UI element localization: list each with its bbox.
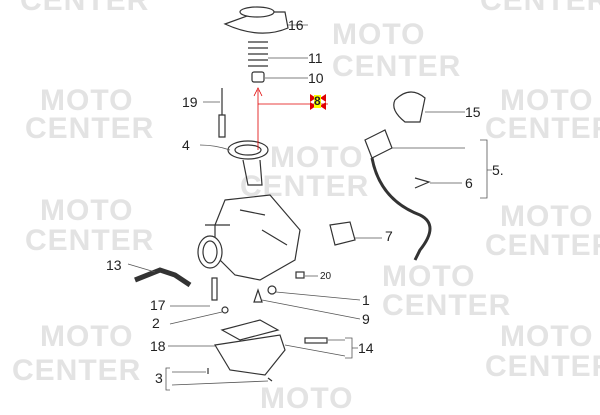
label-8: 8 [314,94,321,108]
label-3: 3 [155,370,163,386]
part-10 [251,71,265,83]
label-15: 15 [465,104,481,120]
label-7: 7 [385,228,393,244]
label-11: 11 [308,50,323,66]
label-19: 19 [182,94,198,110]
watermark: CENTER [382,289,512,322]
label-16: 16 [288,17,304,33]
part-5-choke [364,129,432,261]
part-7 [329,221,356,246]
watermark: CENTER [25,224,155,257]
watermark: CENTER [332,50,462,83]
label-10: 10 [308,70,324,86]
watermark: CENTER [485,112,600,145]
watermark: CENTER [25,112,155,145]
watermark: CENTER [485,350,600,383]
part-9-needle [253,288,263,303]
label-20: 20 [320,271,332,282]
part-1-nut [267,285,277,295]
watermark: MOTO [382,260,476,293]
label-5: 5. [492,162,504,178]
part-4-diaphragm [227,140,269,186]
label-1: 1 [362,292,370,308]
watermark: MOTO [270,141,364,174]
label-4: 4 [182,137,190,153]
label-18: 18 [150,338,166,354]
watermark: CENTER [20,0,150,17]
watermark: MOTO [500,84,594,117]
watermark: CENTER [485,229,600,262]
watermark: MOTO [332,18,426,51]
label-9: 9 [362,311,370,327]
watermark: MOTO [500,320,594,353]
watermark: CENTER [480,0,600,17]
carburetor-body [197,194,301,281]
part-15 [393,91,426,123]
label-14: 14 [358,340,374,356]
label-13: 13 [106,257,122,273]
part-6-clip [414,177,431,189]
watermark: MOTO [40,320,134,353]
part-3-screws [207,368,273,382]
part-20-screw [295,271,305,279]
label-6: 6 [465,175,473,191]
watermark: MOTO [40,84,134,117]
part-16-cover [223,6,289,34]
carburetor-drawing [127,6,492,391]
leader-lines [127,24,492,391]
part-19-needle [218,88,226,138]
part-14-pin [304,337,328,344]
part-2-washer [221,306,229,314]
highlight-marker-8[interactable]: 8 [310,94,326,110]
part-17-screw [211,277,218,301]
watermark: CENTER [12,354,142,387]
part-18-float-bowl [214,319,286,376]
part-13-elbow [134,267,192,288]
parts-diagram: CENTER CENTER MOTO CENTER MOTO CENTER MO… [12,0,600,414]
label-17: 17 [150,297,166,313]
label-2: 2 [152,315,160,331]
part-11-spring [248,41,268,67]
watermark: MOTO [500,200,594,233]
watermark: MOTO [40,194,134,227]
pointer-arrow-8 [253,87,263,150]
